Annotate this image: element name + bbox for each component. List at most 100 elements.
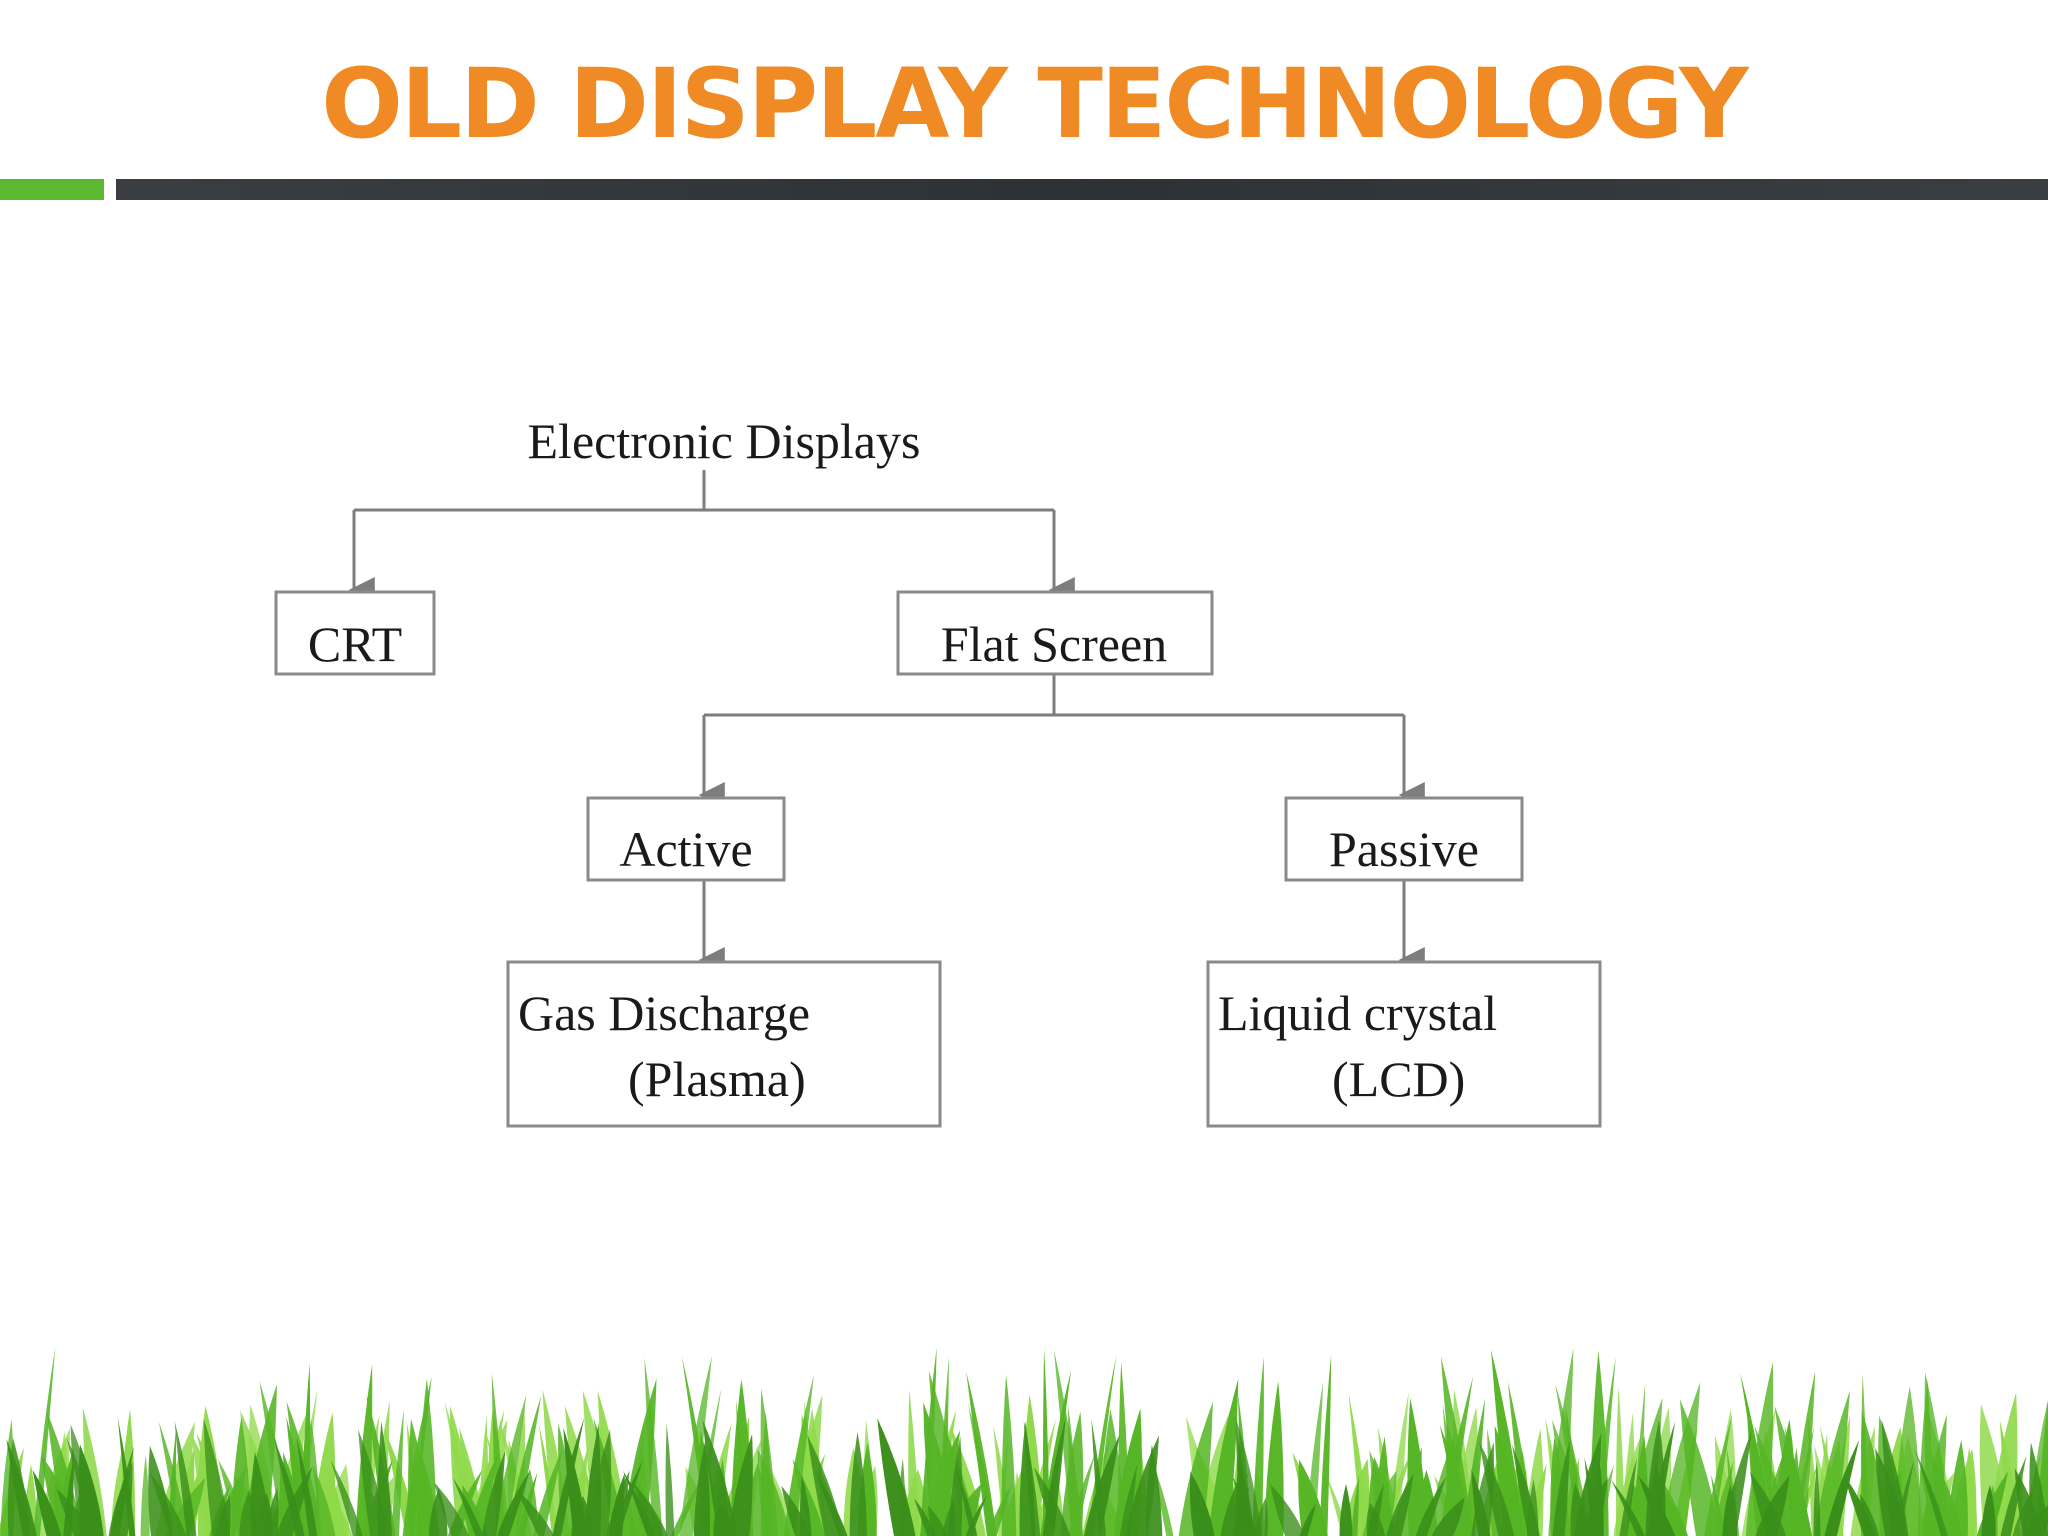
grass-blade: [1824, 1439, 1860, 1536]
grass-blade: [1914, 1449, 1948, 1536]
grass-blade: [665, 1423, 675, 1536]
grass-blade: [276, 1466, 313, 1536]
grass-blade: [174, 1420, 197, 1536]
grass-blade: [497, 1470, 530, 1536]
grass-blade: [402, 1376, 432, 1536]
grass-blade: [1386, 1473, 1414, 1536]
grass-blade: [1750, 1471, 1786, 1536]
grass-blade: [1552, 1440, 1570, 1536]
grass-blade: [1774, 1405, 1813, 1536]
grass-blade: [644, 1357, 663, 1536]
node-liquid-crystal-line1: Liquid crystal: [1218, 985, 1497, 1041]
grass-blade: [1592, 1457, 1604, 1536]
accent-bar-dark: [116, 179, 2048, 200]
node-active: Active: [586, 796, 786, 882]
node-passive-label: Passive: [1329, 821, 1479, 877]
grass-blade: [452, 1477, 484, 1536]
grass-blade: [2012, 1489, 2033, 1536]
grass-blade: [391, 1409, 404, 1536]
grass-blade: [255, 1493, 273, 1536]
grass-blade: [6, 1438, 37, 1536]
grass-blade: [1679, 1399, 1721, 1536]
grass-blade: [1351, 1475, 1359, 1536]
grass-blade: [1319, 1354, 1332, 1536]
grass-mid-layer: [0, 1346, 2048, 1536]
grass-blade: [1019, 1421, 1036, 1536]
node-crt: CRT: [274, 590, 436, 676]
grass-blade: [1875, 1448, 1908, 1536]
node-gas-discharge-line1: Gas Discharge: [518, 985, 810, 1041]
grass-blade: [1348, 1393, 1370, 1536]
grass-blade: [1252, 1356, 1264, 1536]
grass-blade: [1439, 1376, 1474, 1536]
grass-blade: [32, 1469, 62, 1536]
grass-blade: [532, 1448, 563, 1536]
grass-blade: [1145, 1444, 1163, 1536]
grass-blade: [938, 1356, 949, 1536]
grass-blade: [149, 1472, 187, 1536]
grass-blade: [807, 1434, 844, 1536]
grass-blade: [948, 1435, 963, 1536]
grass-blade: [1235, 1456, 1255, 1536]
grass-blade: [928, 1505, 948, 1536]
node-active-label: Active: [619, 821, 752, 877]
grass-blade: [923, 1402, 959, 1536]
grass-blade: [1189, 1471, 1215, 1536]
node-flat-screen: Flat Screen: [896, 590, 1214, 676]
grass-blade: [792, 1458, 826, 1536]
node-flat-screen-label: Flat Screen: [941, 616, 1167, 672]
grass-blade: [1722, 1485, 1738, 1536]
grass-blade: [728, 1434, 753, 1536]
grass-blade: [1471, 1441, 1494, 1536]
grass-blade: [1527, 1479, 1539, 1536]
grass-blade: [1083, 1434, 1120, 1536]
grass-blade: [1860, 1373, 1869, 1536]
connector-lines: [348, 470, 1425, 973]
grass-blade: [1091, 1418, 1106, 1536]
node-gas-discharge: Gas Discharge (Plasma): [506, 960, 942, 1128]
node-passive: Passive: [1284, 796, 1524, 882]
grass-blade: [1431, 1497, 1465, 1536]
grass-blade: [140, 1454, 150, 1536]
grass-blade: [1814, 1390, 1850, 1536]
grass-front-layer: [6, 1416, 2048, 1536]
grass-blade: [671, 1479, 703, 1536]
grass-blade: [877, 1418, 916, 1536]
grass-blade: [584, 1424, 602, 1536]
grass-blade: [1299, 1503, 1317, 1536]
grass-blade: [631, 1480, 668, 1536]
node-liquid-crystal: Liquid crystal (LCD): [1206, 960, 1602, 1128]
grass-blade: [1119, 1464, 1138, 1536]
grass-blade: [462, 1485, 488, 1536]
grass-blade: [1087, 1355, 1117, 1536]
node-crt-label: CRT: [308, 616, 402, 672]
node-gas-discharge-line2: (Plasma): [628, 1051, 806, 1107]
grass-blade: [312, 1465, 336, 1536]
grass-blade: [158, 1421, 189, 1536]
grass-blade: [286, 1401, 324, 1536]
grass-blade: [1860, 1493, 1879, 1536]
slide-title: OLD DISPLAY TECHNOLOGY: [321, 48, 1748, 160]
node-liquid-crystal-line2: (LCD): [1332, 1051, 1465, 1107]
grass-blade: [46, 1410, 83, 1536]
grass-blade: [757, 1449, 791, 1536]
grass-blade: [481, 1450, 506, 1536]
grass-blade: [493, 1394, 527, 1536]
grass-blade: [2000, 1456, 2027, 1536]
grass-blade: [1463, 1397, 1486, 1536]
grass-blade: [1033, 1467, 1071, 1536]
grass-blade: [110, 1446, 135, 1536]
grass-blade: [1366, 1502, 1385, 1536]
grass-blade: [70, 1424, 102, 1536]
grass-blade: [1570, 1483, 1589, 1536]
display-technology-tree-diagram: Electronic Displays CRT Flat Screen Acti…: [274, 413, 1602, 1128]
grass-blade: [1305, 1381, 1324, 1536]
root-node-label: Electronic Displays: [528, 413, 921, 469]
grass-blade: [693, 1441, 710, 1536]
grass-blade: [968, 1403, 997, 1536]
grass-blade: [1981, 1484, 1996, 1536]
grass-blade: [1001, 1374, 1017, 1536]
grass-blade: [1407, 1398, 1429, 1536]
grass-blade: [1638, 1475, 1676, 1536]
grass-blade: [1060, 1411, 1084, 1536]
